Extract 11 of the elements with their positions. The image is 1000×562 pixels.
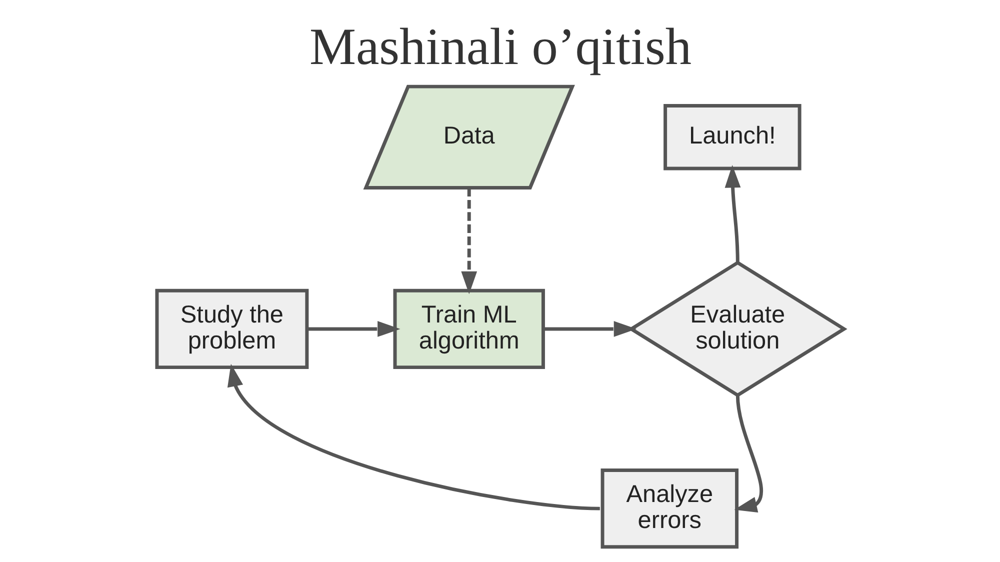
node-box: Study the problem [154, 288, 308, 370]
node-box: Launch! [663, 104, 801, 170]
arrow [542, 321, 636, 337]
node-box: Analyze errors [600, 468, 738, 549]
arrow [226, 364, 600, 510]
arrow [306, 321, 400, 337]
diagram-title: Mashinali o’qitish [308, 18, 692, 76]
arrow [724, 164, 740, 263]
arrow [460, 188, 477, 294]
arrow [734, 395, 762, 512]
node-box: Train ML algorithm [392, 288, 544, 370]
